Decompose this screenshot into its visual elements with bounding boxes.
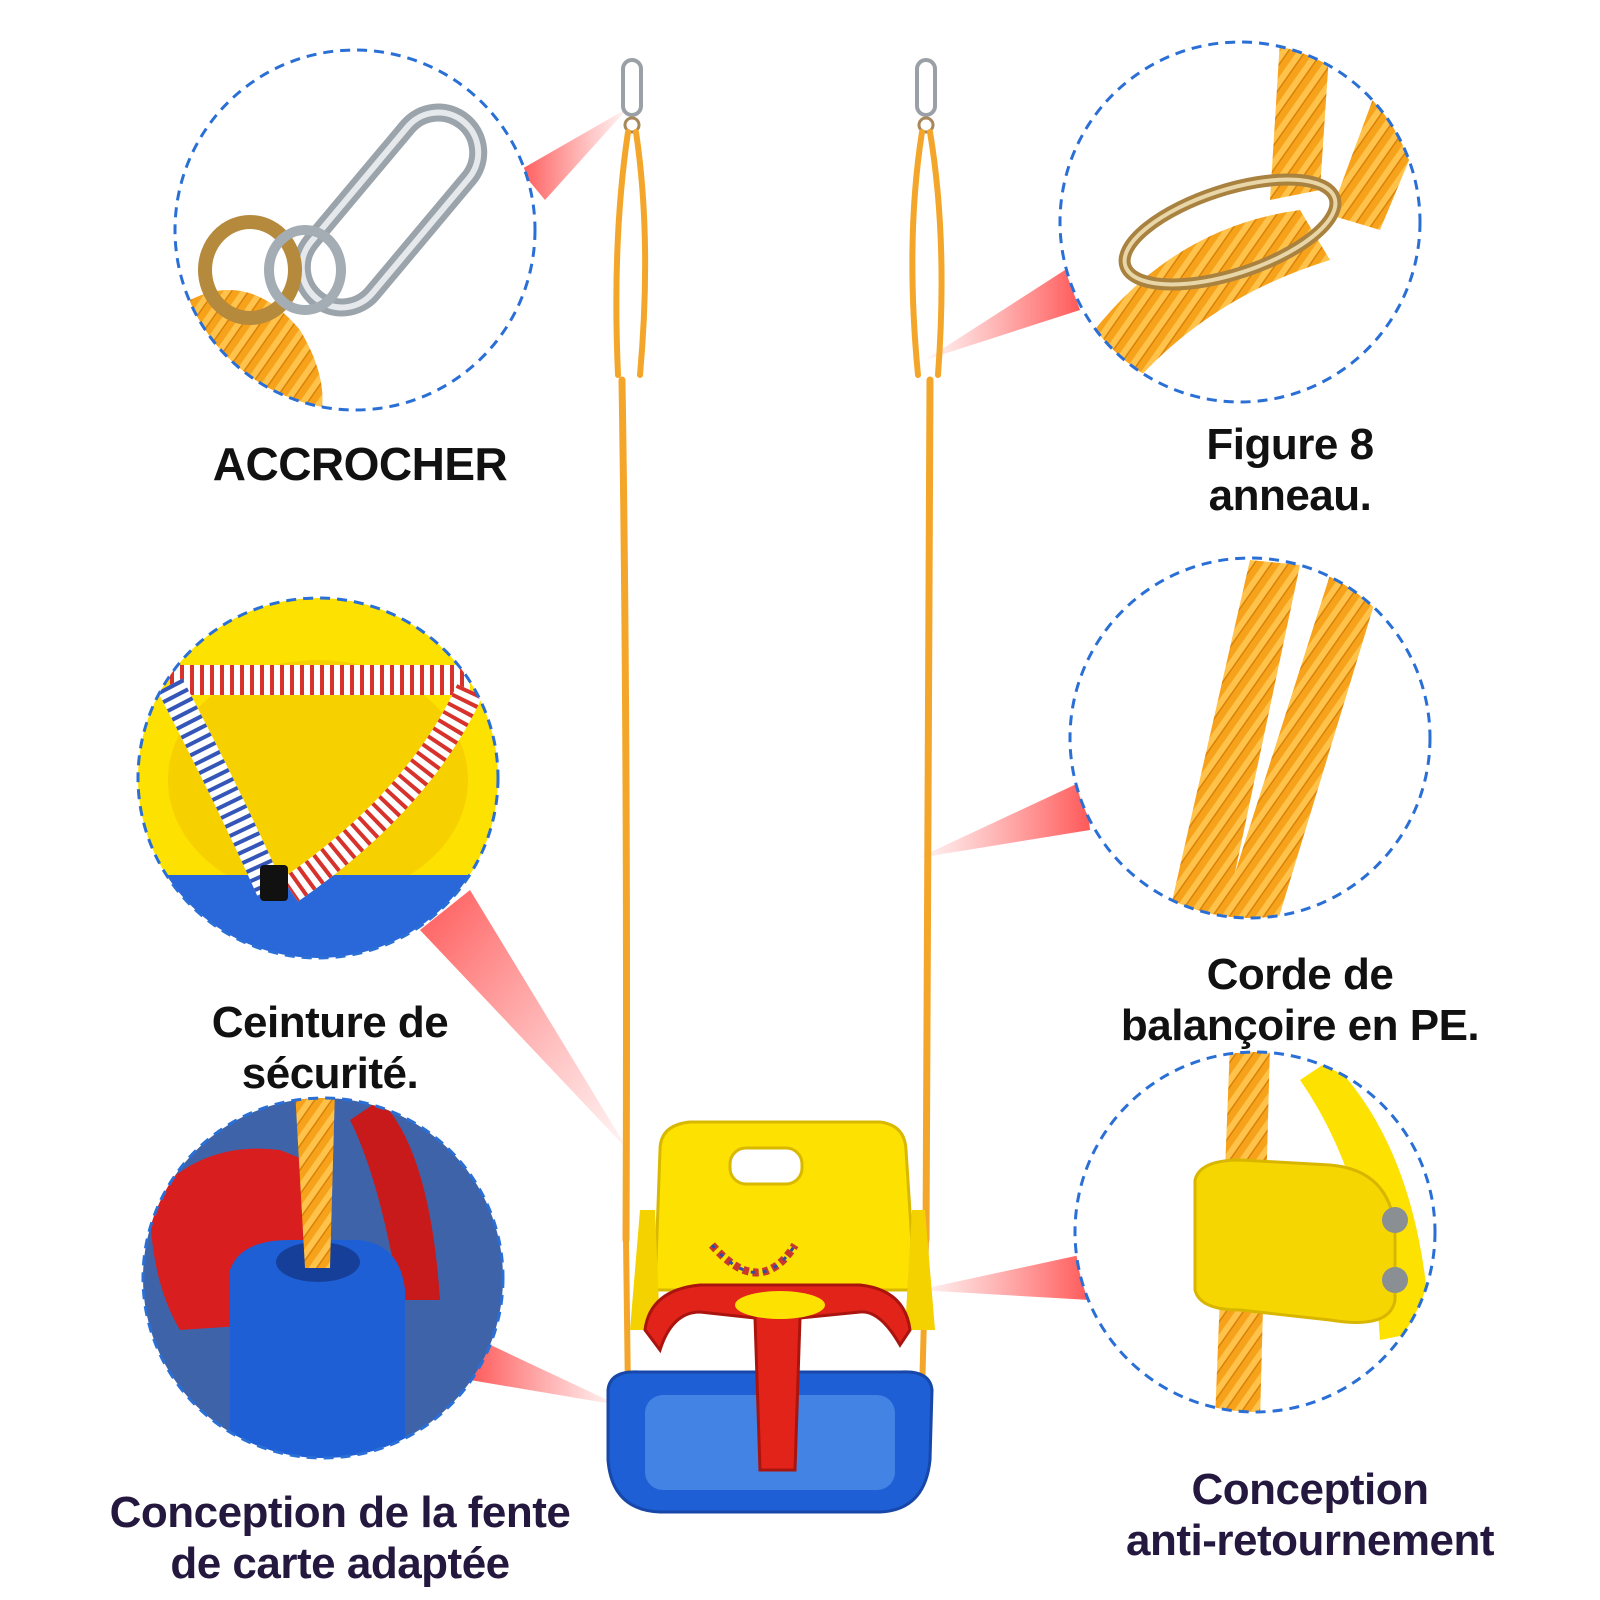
detail-circle-belt — [136, 596, 500, 960]
belt-label-line-1: Ceinture de — [211, 998, 449, 1047]
detail-circle-rope — [1068, 556, 1432, 920]
left-carabiner-icon — [621, 58, 643, 134]
pointer-rope — [918, 780, 1090, 858]
rope-label-line-1: Corde de — [1206, 950, 1394, 999]
pointer-figure8 — [925, 270, 1080, 360]
pointer-slot — [470, 1340, 618, 1405]
slot-label-line-1: Conception de la fente — [109, 1488, 571, 1537]
pointer-wedges — [420, 108, 1090, 1405]
anti-flip-clip-icon — [1193, 1052, 1430, 1412]
seat-handle-slot — [728, 1146, 804, 1186]
seat-back — [653, 1120, 917, 1292]
figure8-label: Figure 8 anneau. — [1100, 420, 1480, 521]
figure8-label-line-2: anneau. — [1208, 470, 1372, 520]
detail-circle-hook — [173, 48, 537, 412]
seat-front-bar — [643, 1283, 912, 1472]
detail-circle-slot — [141, 1096, 505, 1460]
belt-label: Ceinture de sécurité. — [140, 998, 520, 1099]
safety-belt-icon — [138, 598, 498, 958]
rope-label-line-2: balançoire en PE. — [1120, 1000, 1480, 1050]
swing-product — [606, 58, 945, 1514]
anti-label: Conception anti-retournement — [1060, 1465, 1560, 1566]
detail-circle-figure8 — [1058, 40, 1422, 404]
slot-label-line-2: de carte adaptée — [170, 1538, 510, 1588]
detail-circle-anti — [1073, 1050, 1437, 1414]
rope-icon — [1170, 560, 1380, 918]
anti-label-line-1: Conception — [1191, 1465, 1429, 1514]
left-rope — [613, 129, 649, 1398]
belt-label-line-2: sécurité. — [241, 1048, 419, 1098]
right-rope — [909, 129, 945, 1398]
figure8-label-line-1: Figure 8 — [1206, 420, 1374, 469]
right-carabiner-icon — [915, 58, 937, 134]
hook-label-line: ACCROCHER — [212, 438, 508, 490]
pointer-belt — [420, 890, 628, 1150]
rope-slot-icon — [143, 1098, 503, 1458]
pointer-hook — [520, 108, 628, 200]
pointer-anti — [918, 1255, 1090, 1300]
slot-label: Conception de la fente de carte adaptée — [40, 1488, 640, 1589]
rope-label: Corde de balançoire en PE. — [1050, 950, 1550, 1051]
hook-label: ACCROCHER — [180, 438, 540, 491]
anti-label-line-2: anti-retournement — [1126, 1515, 1494, 1565]
